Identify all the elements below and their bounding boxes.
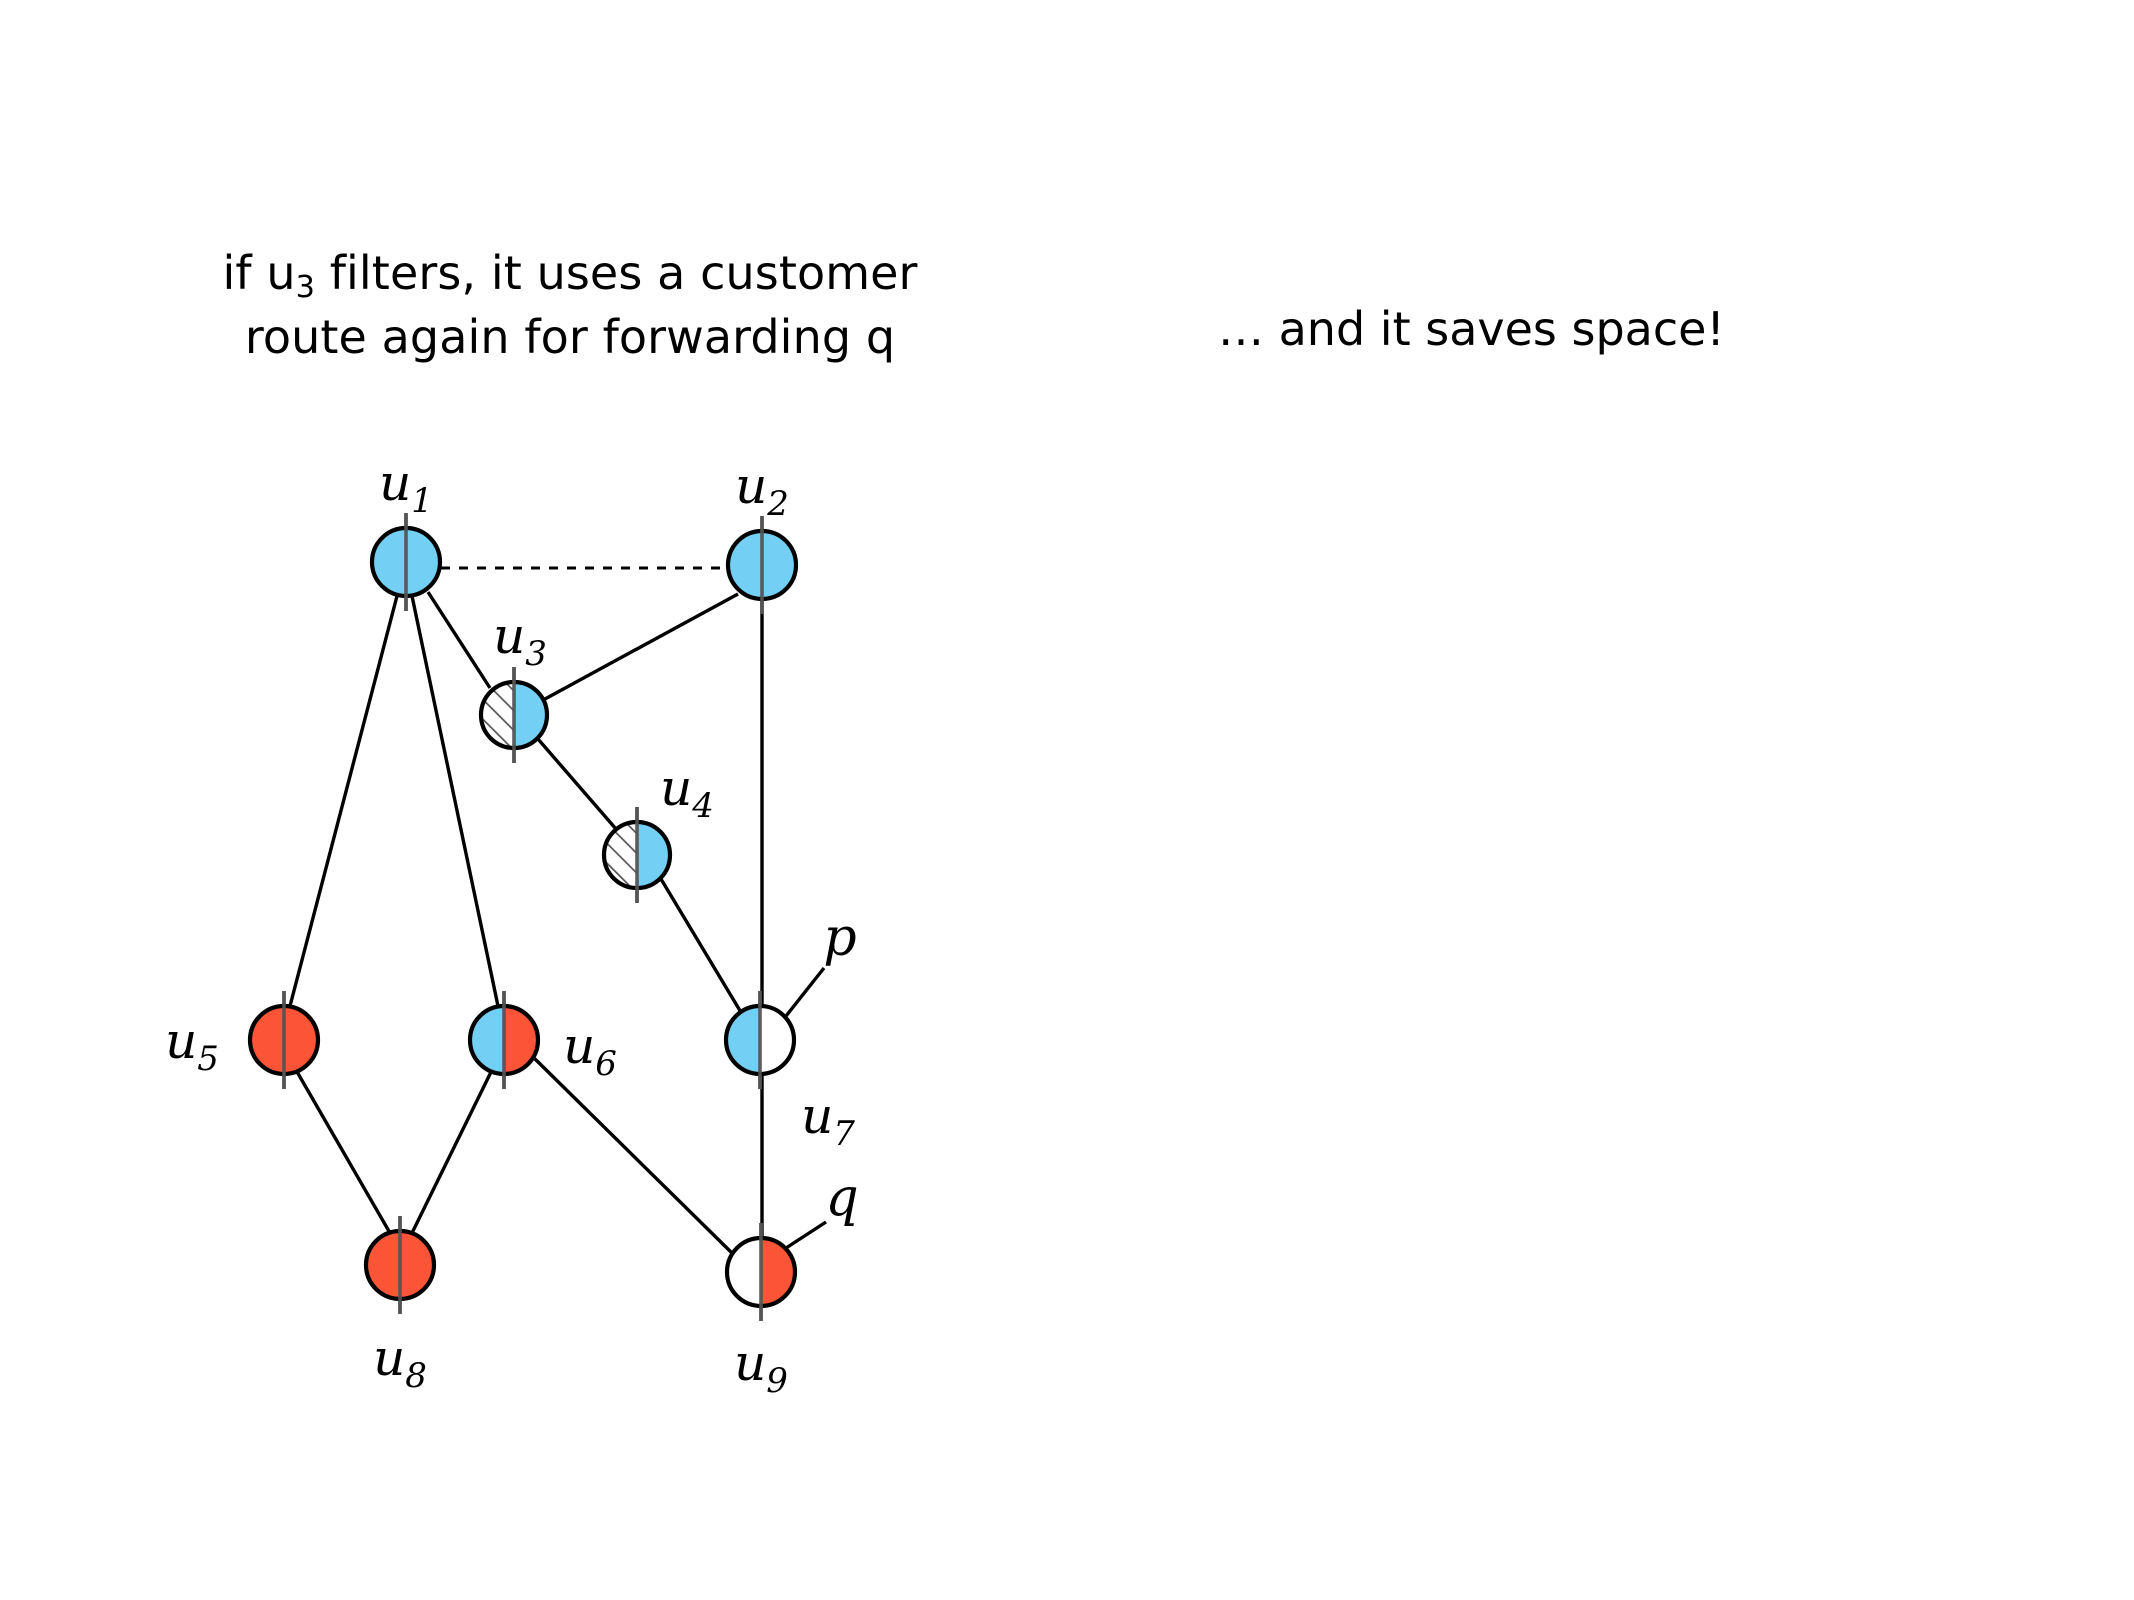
- node-half-right-u9: [761, 1238, 795, 1306]
- node-u3[interactable]: u3: [478, 607, 550, 763]
- node-label-u3: u3: [493, 607, 547, 674]
- node-half-right-u2: [762, 531, 796, 599]
- node-u2[interactable]: u2: [725, 457, 799, 614]
- edge-u1-u6: [410, 595, 500, 1007]
- node-label-sub-u8: 8: [405, 1356, 427, 1396]
- node-label-sub-u6: 6: [595, 1044, 617, 1084]
- node-label-sub-u1: 1: [411, 481, 433, 521]
- node-label-sub-u9: 9: [766, 1361, 788, 1401]
- edge-u1-u3: [426, 591, 492, 689]
- edge-u1-u5: [288, 595, 399, 1007]
- node-half-right-u8: [400, 1231, 434, 1299]
- node-u8[interactable]: u8: [363, 1216, 437, 1396]
- node-label-base-u4: u: [660, 759, 692, 817]
- node-half-right-u4: [637, 822, 670, 888]
- node-label-base-u3: u: [493, 607, 525, 665]
- route-label-p: p: [823, 908, 856, 968]
- node-label-base-u8: u: [373, 1329, 405, 1387]
- node-label-base-u1: u: [379, 454, 411, 512]
- node-u6[interactable]: u6: [467, 991, 617, 1089]
- node-half-right-u5: [284, 1006, 318, 1074]
- node-half-left-u4: [604, 822, 637, 888]
- caption-left: if u3 filters, it uses a customer route …: [190, 245, 950, 366]
- node-half-right-u6: [504, 1006, 538, 1074]
- node-label-u5: u5: [165, 1012, 219, 1079]
- node-label-u4: u4: [660, 759, 714, 826]
- route-label-q: q: [825, 1168, 858, 1228]
- node-half-left-u6: [470, 1006, 504, 1074]
- caption-left-line-1: if u3 filters, it uses a customer: [190, 245, 950, 305]
- node-label-base-u6: u: [563, 1017, 595, 1075]
- node-half-left-u8: [366, 1231, 400, 1299]
- node-u9[interactable]: u9: [724, 1223, 798, 1401]
- caption-left-line-1-pre: if u: [222, 246, 296, 300]
- node-label-sub-u3: 3: [525, 634, 547, 674]
- node-u1[interactable]: u1: [369, 454, 443, 611]
- route-label-group-p: p: [784, 908, 857, 1018]
- edge-u6-u9: [531, 1055, 735, 1256]
- caption-left-line-2: route again for forwarding q: [244, 309, 896, 364]
- route-labels-layer: pq: [784, 908, 859, 1250]
- node-label-u6: u6: [563, 1017, 617, 1084]
- node-label-u8: u8: [373, 1329, 427, 1396]
- edge-u4-u7: [659, 878, 744, 1015]
- edge-u6-u8: [410, 1069, 494, 1234]
- node-half-left-u7: [726, 1006, 760, 1074]
- node-half-right-u7: [760, 1006, 794, 1074]
- node-half-left-u3: [481, 682, 514, 748]
- node-half-left-u2: [728, 531, 762, 599]
- node-half-left-u9: [727, 1238, 761, 1306]
- node-u4[interactable]: u4: [601, 759, 714, 903]
- caption-left-line-1-subscript: 3: [295, 269, 316, 305]
- node-label-u2: u2: [735, 457, 789, 524]
- caption-right: … and it saves space!: [1218, 302, 1725, 356]
- route-leader-p: [784, 966, 826, 1018]
- node-label-base-u5: u: [165, 1012, 197, 1070]
- node-label-u7: u7: [801, 1087, 855, 1154]
- route-label-group-q: q: [785, 1168, 859, 1250]
- node-label-sub-u5: 5: [197, 1039, 219, 1079]
- node-label-sub-u7: 7: [833, 1114, 855, 1154]
- edges-layer: [288, 566, 764, 1306]
- node-half-right-u1: [406, 528, 440, 596]
- edge-u5-u8: [294, 1069, 392, 1234]
- node-half-left-u5: [250, 1006, 284, 1074]
- route-leader-q: [785, 1220, 827, 1250]
- edge-u2-u3: [544, 592, 739, 701]
- node-label-base-u2: u: [735, 457, 767, 515]
- node-half-right-u3: [514, 682, 547, 748]
- node-half-left-u1: [372, 528, 406, 596]
- node-label-base-u9: u: [734, 1334, 766, 1392]
- node-label-u9: u9: [734, 1334, 788, 1401]
- node-label-base-u7: u: [801, 1087, 833, 1145]
- node-label-sub-u4: 4: [691, 786, 714, 826]
- caption-left-line-1-post: filters, it uses a customer: [315, 246, 918, 300]
- edge-u3-u4: [536, 737, 618, 831]
- node-label-u1: u1: [379, 454, 433, 521]
- node-u7[interactable]: u7: [723, 991, 855, 1154]
- node-u5[interactable]: u5: [165, 991, 321, 1089]
- node-label-sub-u2: 2: [766, 484, 789, 524]
